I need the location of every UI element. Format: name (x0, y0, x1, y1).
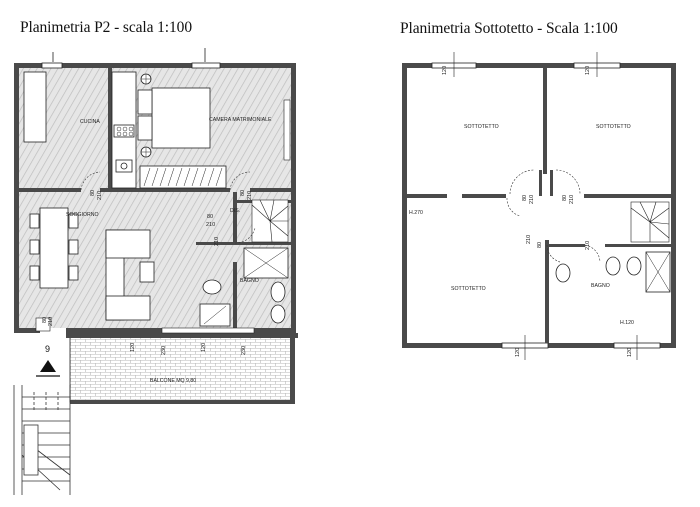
dim-attic-win-120-c: 120 (515, 348, 521, 357)
room-label-bathroom: BAGNO (240, 278, 259, 284)
dim-door-80-c: 80 (207, 214, 213, 220)
dim-entry-210: 210 (48, 317, 54, 326)
dim-door-210-b: 210 (247, 191, 253, 200)
dim-attic-210-b: 210 (569, 195, 575, 204)
dim-door-210-c: 210 (206, 222, 215, 228)
dim-attic-210-d: 210 (585, 241, 591, 250)
stairwell (13, 385, 71, 495)
room-label-living: SOGGIORNO (66, 212, 99, 218)
attic-interior-walls (407, 68, 671, 343)
floor-plan-attic-title: Planimetria Sottotetto - Scala 1:100 (400, 20, 618, 37)
dim-balcony-230-b: 230 (241, 346, 247, 355)
room-label-closet: DIS. (230, 208, 240, 214)
dim-attic-80-c: 80 (537, 242, 543, 248)
dim-attic-win-120-b: 120 (585, 66, 591, 75)
room-label-attic-sw: SOTTOTETTO (451, 286, 486, 292)
dim-balcony-120-b: 120 (201, 343, 207, 352)
p2-outer-walls (14, 63, 296, 333)
bed (137, 87, 211, 149)
stair-p2 (251, 199, 289, 243)
dim-balcony-120: 120 (130, 343, 136, 352)
bathroom-attic (555, 251, 671, 293)
dim-attic-win-120-d: 120 (627, 348, 633, 357)
dim-attic-80-b: 80 (562, 195, 568, 201)
stove-icon (116, 126, 134, 137)
stair-number: 9 (45, 344, 50, 354)
dim-door-210-d: 210 (214, 237, 220, 246)
attic-doors (506, 169, 601, 263)
height-label-bottom: H.120 (620, 320, 634, 326)
stair-attic (630, 201, 670, 243)
room-label-attic-bathroom: BAGNO (591, 283, 610, 289)
balcony-windows (161, 327, 255, 334)
floor-plan-p2-title: Planimetria P2 - scala 1:100 (20, 19, 192, 36)
room-label-bedroom: CAMERA MATRIMONIALE (209, 117, 272, 123)
plan-attic: SOTTOTETTO SOTTOTETTO SOTTOTETTO BAGNO H… (402, 52, 676, 360)
attic-outer-walls (402, 63, 676, 348)
dim-entry-80: 80 (42, 317, 48, 323)
dim-door-80-b: 80 (240, 190, 246, 196)
p2-windows (41, 48, 221, 69)
dim-attic-210-c: 210 (526, 235, 532, 244)
room-label-kitchen: CUCINA (80, 119, 100, 125)
dim-attic-win-120-a: 120 (442, 66, 448, 75)
dim-attic-210-a: 210 (529, 195, 535, 204)
dim-balcony-230-a: 230 (161, 346, 167, 355)
room-label-balcony: BALCONE MQ 9,80 (150, 378, 196, 384)
living-sofa (105, 229, 155, 321)
tv-unit (283, 99, 291, 161)
dim-attic-80-a: 80 (522, 195, 528, 201)
attic-window-ticks (453, 52, 638, 360)
dim-door-80-a: 80 (90, 190, 96, 196)
entry-door (35, 317, 51, 332)
height-label-left: H.270 (409, 210, 423, 216)
bathroom-p2 (199, 247, 289, 327)
plan-p2: CUCINA CAMERA MATRIMONIALE SOGGIORNO BAG… (13, 48, 298, 495)
wardrobe (139, 165, 227, 189)
dim-door-210-a: 210 (97, 191, 103, 200)
room-label-attic-nw: SOTTOTETTO (464, 124, 499, 130)
balcony (69, 335, 295, 403)
dining-table (29, 207, 79, 289)
north-arrow-icon (40, 360, 56, 372)
room-label-attic-ne: SOTTOTETTO (596, 124, 631, 130)
sofa (23, 71, 47, 143)
